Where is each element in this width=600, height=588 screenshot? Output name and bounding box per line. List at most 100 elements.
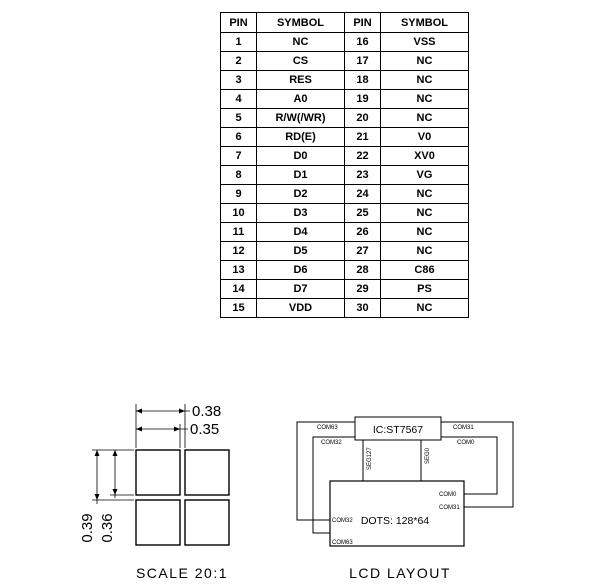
pin-symbol: NC bbox=[380, 241, 469, 261]
pin-number: 18 bbox=[344, 70, 381, 90]
pin-number: 23 bbox=[344, 165, 381, 185]
pin-symbol: D2 bbox=[256, 184, 345, 204]
pixel-dot bbox=[135, 499, 181, 546]
pin-number: 13 bbox=[220, 260, 257, 280]
com31-panel-label: COM31 bbox=[439, 505, 460, 511]
lcd-panel bbox=[329, 480, 465, 547]
header-symbol-2: SYMBOL bbox=[380, 12, 469, 33]
pin-symbol: D5 bbox=[256, 241, 345, 261]
pin-number: 9 bbox=[220, 184, 257, 204]
seg127-label: SEG127 bbox=[367, 447, 373, 470]
pin-symbol: D4 bbox=[256, 222, 345, 242]
pin-number: 6 bbox=[220, 127, 257, 147]
pin-number: 19 bbox=[344, 89, 381, 109]
pin-symbol: D1 bbox=[256, 165, 345, 185]
pin-number: 10 bbox=[220, 203, 257, 223]
com63-panel-label: COM63 bbox=[332, 540, 353, 546]
pin-number: 29 bbox=[344, 279, 381, 299]
pin-symbol: NC bbox=[380, 89, 469, 109]
seg0-label: SEG0 bbox=[425, 447, 431, 464]
ic-chip bbox=[354, 416, 442, 441]
pin-symbol: RD(E) bbox=[256, 127, 345, 147]
pin-number: 2 bbox=[220, 51, 257, 71]
pin-symbol: RES bbox=[256, 70, 345, 90]
pin-number: 26 bbox=[344, 222, 381, 242]
header-pin-2: PIN bbox=[344, 12, 381, 33]
pin-number: 24 bbox=[344, 184, 381, 204]
com31-top-label: COM31 bbox=[453, 425, 474, 431]
pin-number: 28 bbox=[344, 260, 381, 280]
pin-symbol: R/W(/WR) bbox=[256, 108, 345, 128]
pin-number: 30 bbox=[344, 298, 381, 318]
pin-symbol: NC bbox=[380, 51, 469, 71]
pin-symbol: C86 bbox=[380, 260, 469, 280]
pin-number: 14 bbox=[220, 279, 257, 299]
pin-symbol: PS bbox=[380, 279, 469, 299]
pin-symbol: VG bbox=[380, 165, 469, 185]
scale-diagram: 0.38 0.35 0.39 0.36 SCALE 20:1 bbox=[79, 403, 230, 581]
dim-pitch-horizontal: 0.38 bbox=[192, 403, 221, 420]
com63-top-label: COM63 bbox=[317, 425, 338, 431]
pin-number: 1 bbox=[220, 32, 257, 52]
pixel-dot bbox=[184, 449, 230, 496]
pixel-dot bbox=[135, 449, 181, 496]
pin-table-header: PIN SYMBOL PIN SYMBOL bbox=[220, 12, 469, 33]
com0-top-label: COM0 bbox=[457, 440, 475, 446]
pin-symbol: VSS bbox=[380, 32, 469, 52]
com0-panel-label: COM0 bbox=[439, 492, 457, 498]
pin-symbol: A0 bbox=[256, 89, 345, 109]
pin-symbol: NC bbox=[256, 32, 345, 52]
pin-number: 27 bbox=[344, 241, 381, 261]
lcd-caption: LCD LAYOUT bbox=[349, 565, 451, 581]
header-pin-1: PIN bbox=[220, 12, 257, 33]
pin-number: 15 bbox=[220, 298, 257, 318]
pin-symbol: NC bbox=[380, 184, 469, 204]
pin-symbol: V0 bbox=[380, 127, 469, 147]
pin-number: 8 bbox=[220, 165, 257, 185]
pin-number: 4 bbox=[220, 89, 257, 109]
pin-number: 25 bbox=[344, 203, 381, 223]
pin-number: 17 bbox=[344, 51, 381, 71]
pin-symbol: D7 bbox=[256, 279, 345, 299]
pin-symbol: NC bbox=[380, 108, 469, 128]
pin-symbol: NC bbox=[380, 70, 469, 90]
pin-symbol: D6 bbox=[256, 260, 345, 280]
pin-symbol: NC bbox=[380, 222, 469, 242]
pin-number: 20 bbox=[344, 108, 381, 128]
pin-number: 12 bbox=[220, 241, 257, 261]
pin-number: 21 bbox=[344, 127, 381, 147]
pin-symbol: VDD bbox=[256, 298, 345, 318]
com32-top-label: COM32 bbox=[321, 440, 342, 446]
pin-symbol: XV0 bbox=[380, 146, 469, 166]
pin-number: 22 bbox=[344, 146, 381, 166]
pixel-dot bbox=[184, 499, 230, 546]
header-symbol-1: SYMBOL bbox=[256, 12, 345, 33]
pin-symbol: D0 bbox=[256, 146, 345, 166]
pin-symbol: D3 bbox=[256, 203, 345, 223]
lcd-layout-diagram: IC:ST7567 COM63 COM32 COM31 COM0 SEG127 … bbox=[296, 416, 514, 581]
dim-pitch-vertical: 0.39 bbox=[79, 513, 96, 542]
com32-panel-label: COM32 bbox=[332, 518, 353, 524]
dim-size-horizontal: 0.35 bbox=[190, 421, 219, 438]
pin-number: 5 bbox=[220, 108, 257, 128]
pin-symbol: NC bbox=[380, 298, 469, 318]
scale-caption: SCALE 20:1 bbox=[136, 565, 228, 581]
pin-symbol: NC bbox=[380, 203, 469, 223]
pin-number: 7 bbox=[220, 146, 257, 166]
ic-label: IC:ST7567 bbox=[373, 424, 423, 436]
